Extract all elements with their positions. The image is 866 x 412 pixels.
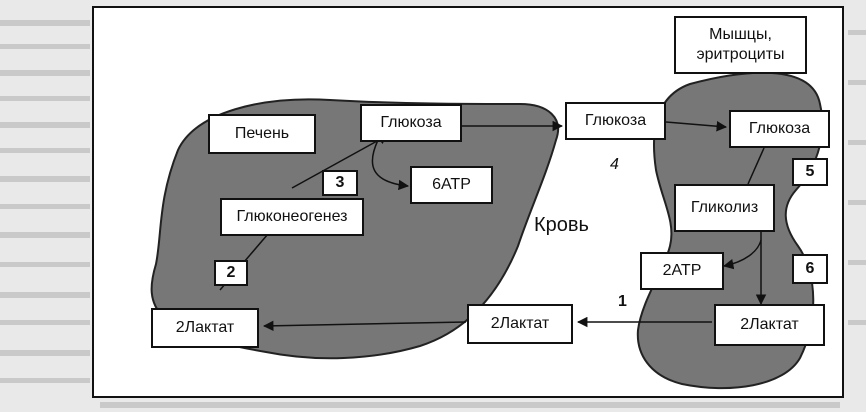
- step-number-3: 3: [322, 170, 358, 196]
- arrow-blood-glucose-to-muscle: [665, 120, 728, 132]
- step-number-6: 6: [792, 254, 828, 284]
- glucose-liver-box: Глюкоза: [360, 104, 462, 142]
- arrow-blood-lactate-to-liver: [262, 320, 467, 332]
- atp2-box: 2АТР: [640, 252, 724, 290]
- gluconeogenesis-box: Глюконеогенез: [220, 198, 364, 236]
- lactate-muscle-box: 2Лактат: [714, 304, 825, 346]
- step-number-1: 1: [618, 293, 627, 310]
- lactate-blood-box: 2Лактат: [467, 304, 573, 344]
- glycolysis-box: Гликолиз: [674, 184, 775, 232]
- arrow-glucose-to-6atp: [371, 139, 410, 191]
- arrow-glucose-to-glycolysis: [747, 147, 765, 185]
- atp6-box: 6АТР: [410, 166, 493, 204]
- blood-label: Кровь: [534, 214, 589, 236]
- muscle-erythrocytes-box: Мышцы, эритроциты: [674, 16, 807, 74]
- arrow-glycolysis-to-2atp: [722, 239, 762, 270]
- step-number-4: 4: [610, 156, 619, 173]
- arrow-gluconeogenesis-to-glucose: [291, 134, 389, 189]
- liver-label-box: Печень: [208, 114, 316, 154]
- step-number-5: 5: [792, 158, 828, 186]
- lactate-liver-box: 2Лактат: [151, 308, 259, 348]
- step-number-2: 2: [214, 260, 248, 286]
- glucose-blood-box: Глюкоза: [565, 102, 666, 140]
- glucose-muscle-box: Глюкоза: [729, 110, 830, 148]
